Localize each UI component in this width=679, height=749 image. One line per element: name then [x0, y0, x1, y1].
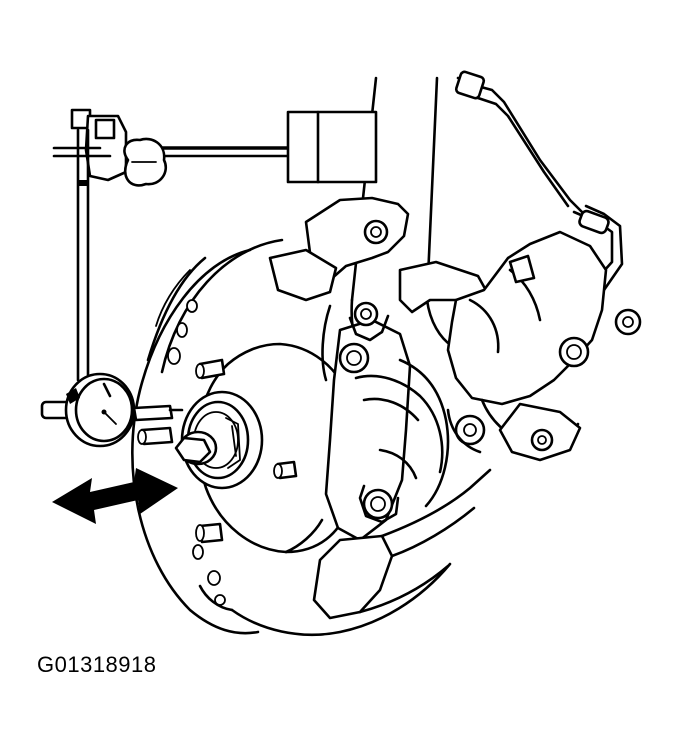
magnetic-base-stand	[52, 108, 378, 382]
figure-code-label: G01318918	[37, 652, 157, 677]
wheel-studs	[137, 358, 298, 544]
dial-indicator-icon	[40, 372, 184, 448]
steering-knuckle	[268, 196, 492, 620]
brake-rotor	[131, 238, 452, 636]
wheel-bearing-hub	[174, 390, 264, 490]
double-headed-arrow-icon	[52, 468, 178, 524]
brake-caliper	[398, 230, 642, 462]
